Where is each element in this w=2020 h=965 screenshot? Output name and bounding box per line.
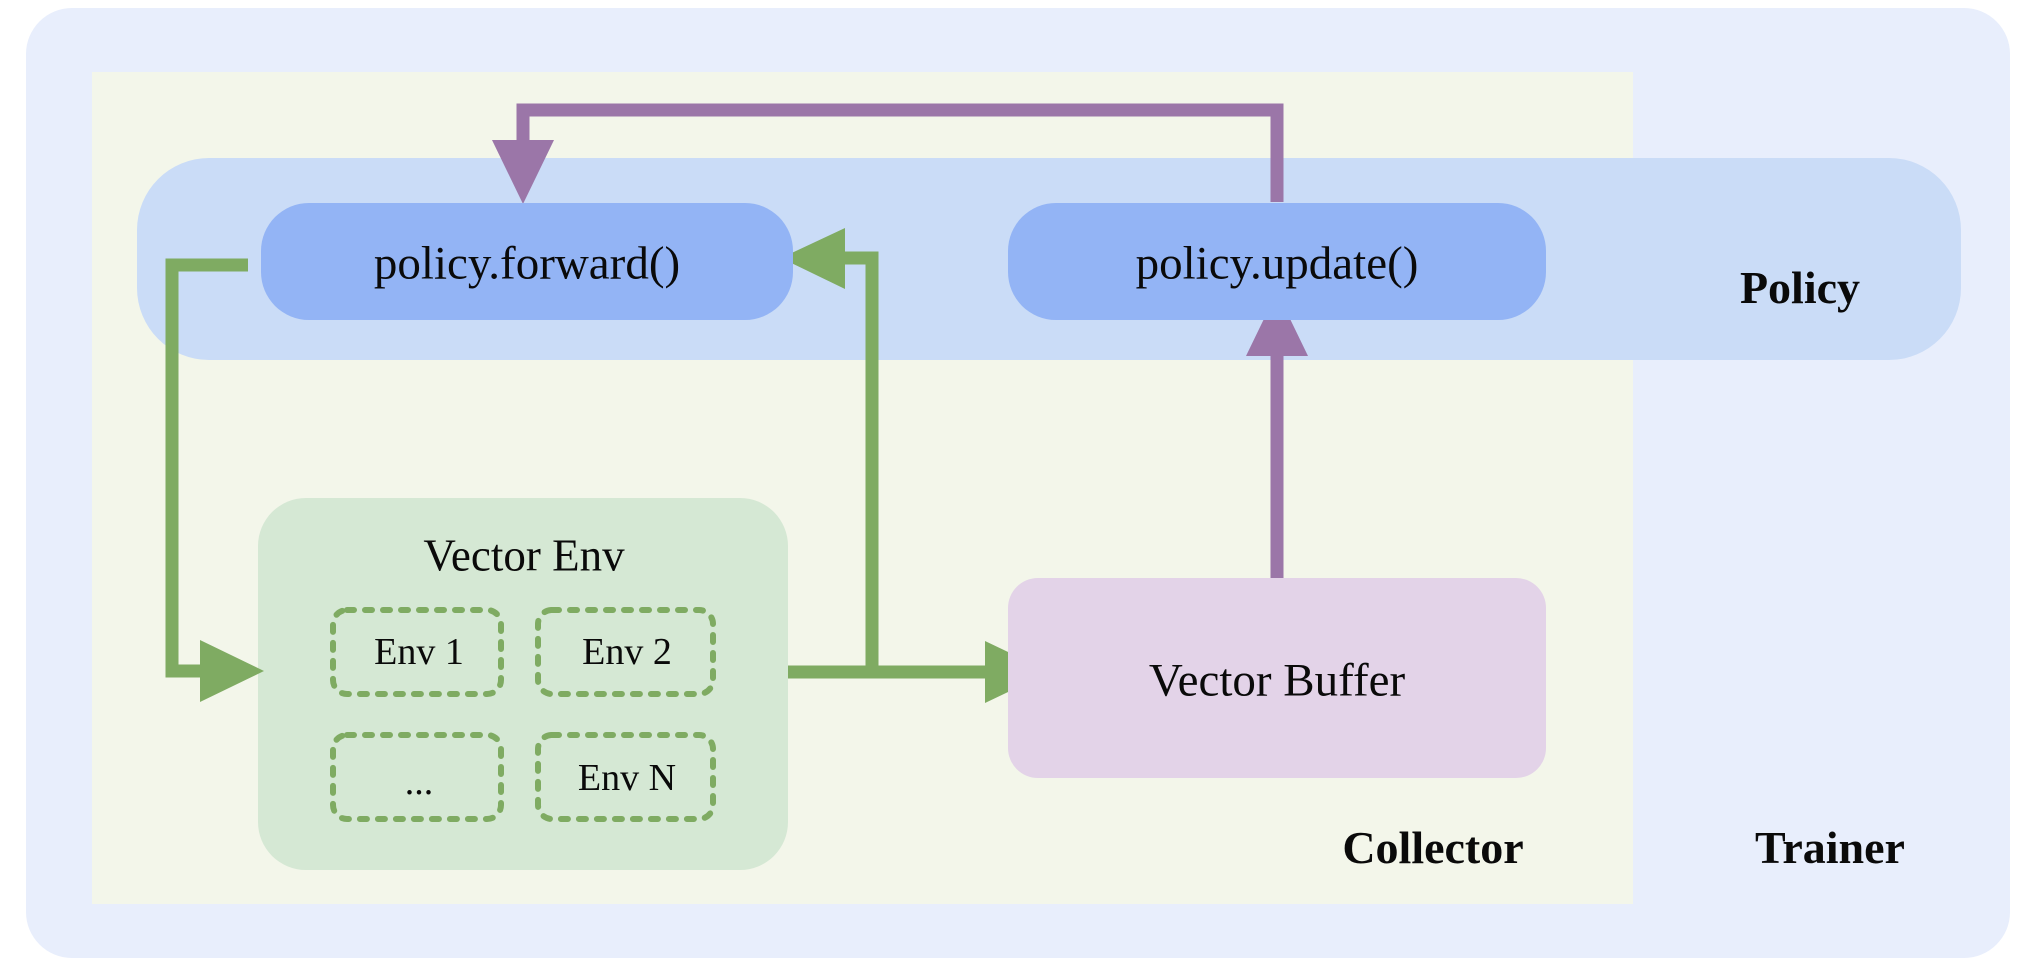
env-cell-env2[interactable] (535, 607, 716, 697)
node-policy-forward[interactable] (261, 203, 793, 320)
env-label-ellipsis: ... (404, 761, 434, 803)
container-label-collector: Collector (1342, 822, 1524, 873)
env-cell-envn[interactable] (535, 732, 716, 822)
env-cell-ellipsis[interactable] (330, 732, 504, 822)
env-label-env1: Env 1 (374, 631, 464, 673)
container-vector-env (258, 498, 788, 870)
edge-forward-to-env (165, 258, 248, 678)
node-vector-buffer[interactable] (1008, 578, 1546, 778)
env-label-env2: Env 2 (582, 631, 672, 673)
arrowhead-update-to-forward (492, 140, 554, 204)
env-cell-env1[interactable] (330, 607, 504, 697)
container-label-policy: Policy (1739, 262, 1861, 313)
edge-update-to-forward (516, 103, 1284, 202)
arrowhead-forward-to-env (200, 640, 264, 702)
node-label-vector-buffer: Vector Buffer (1148, 654, 1406, 707)
arrowhead-env-to-forward (781, 228, 845, 289)
container-label-vector-env: Vector Env (423, 530, 625, 581)
node-label-policy-update: policy.update() (1135, 237, 1419, 290)
node-policy-update[interactable] (1008, 203, 1546, 320)
env-label-envn: Env N (577, 757, 677, 799)
arrowhead-buffer-to-update (1246, 292, 1308, 356)
container-label-trainer: Trainer (1755, 822, 1905, 873)
node-label-policy-forward: policy.forward() (373, 237, 681, 290)
